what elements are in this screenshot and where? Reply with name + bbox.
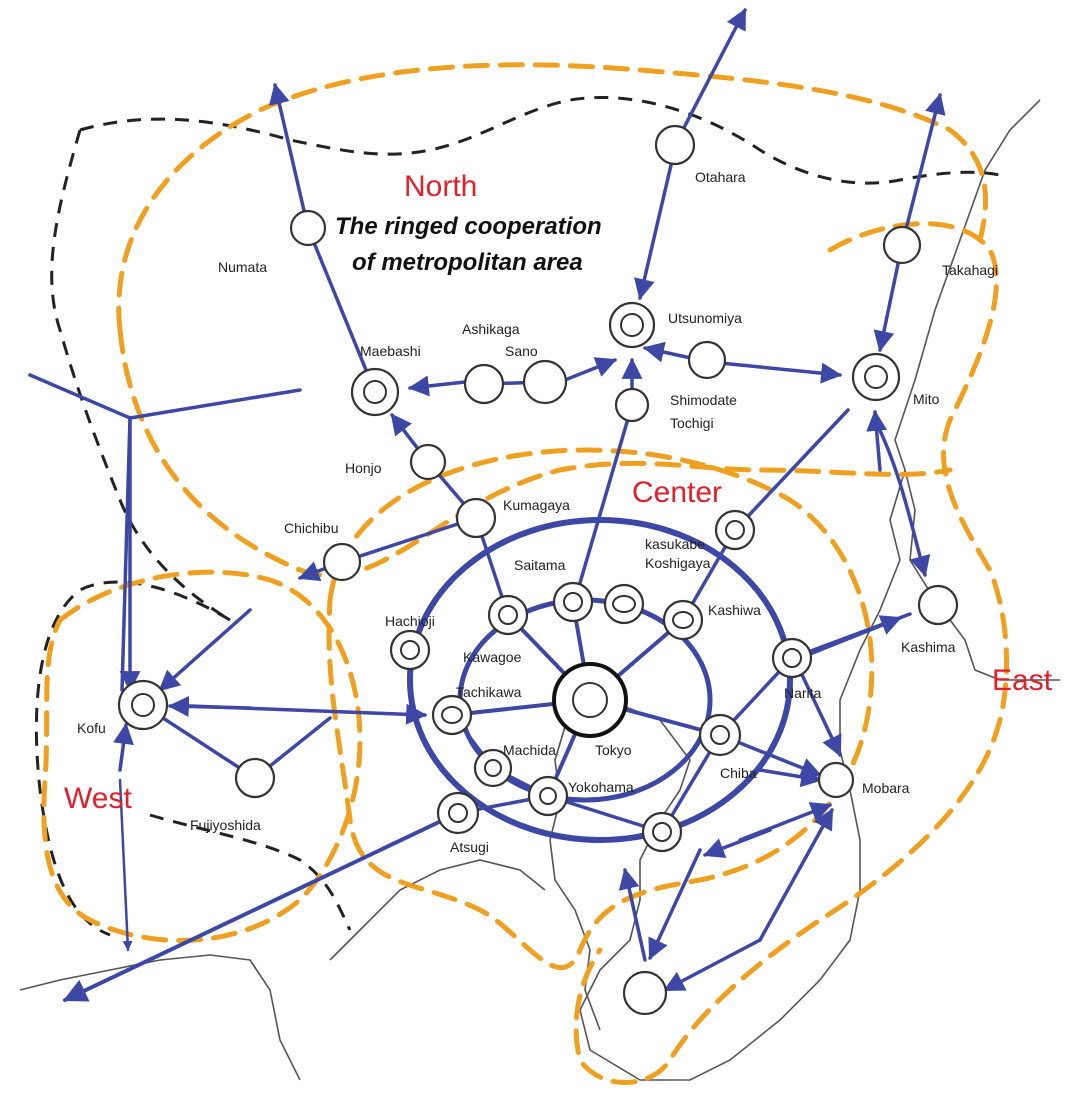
node-kawagoe-inner — [498, 605, 518, 625]
label-koshigaya: Koshigaya — [645, 555, 711, 571]
node-utsunomiya-inner — [620, 313, 644, 337]
label-maebashi: Maebashi — [360, 343, 421, 359]
node-saitama-inner — [563, 592, 583, 612]
region-outline-west — [41, 569, 363, 943]
node-kofu-inner — [131, 693, 155, 717]
label-saitama: Saitama — [514, 557, 566, 573]
node-tokyo-inner — [572, 682, 608, 718]
node-numata — [289, 209, 327, 247]
region-outline-north — [116, 62, 989, 333]
node-machida-inner — [484, 759, 502, 777]
label-chichibu: Chichibu — [284, 520, 338, 536]
node-honjo — [409, 443, 447, 481]
title-line-1: The ringed cooperation — [335, 213, 602, 240]
label-ashikaga: Ashikaga — [462, 321, 520, 337]
node-mito-inner — [864, 365, 888, 389]
node-atsugi-inner — [448, 803, 468, 823]
prefecture-borders — [34, 96, 1001, 937]
node-kumagaya — [455, 497, 497, 539]
region-label-east: East — [992, 664, 1053, 697]
label-kumagaya: Kumagaya — [503, 497, 570, 513]
node-otahara — [654, 124, 696, 166]
node-hachioji-inner — [400, 640, 420, 660]
label-otahara: Otahara — [695, 169, 746, 185]
label-hachioji: Hachioji — [385, 613, 435, 629]
label-chiba: Chiba — [720, 765, 757, 781]
label-kofu: Kofu — [77, 720, 106, 736]
label-machida: Machida — [503, 742, 556, 758]
node-maebashi-inner — [363, 380, 387, 404]
node-narita-inner — [782, 648, 802, 668]
map-title: The ringed cooperation of metropolitan a… — [335, 213, 602, 276]
node-fujiyoshida — [234, 757, 276, 799]
label-kashima: Kashima — [901, 639, 956, 655]
label-honjo: Honjo — [345, 460, 382, 476]
node-chichibu — [322, 542, 362, 582]
city-labels: Otahara Numata Takahagi Utsunomiya Ashik… — [77, 169, 998, 855]
region-label-west: West — [64, 782, 132, 815]
label-takahagi: Takahagi — [942, 262, 998, 278]
region-label-north: North — [404, 170, 477, 203]
label-mobara: Mobara — [862, 780, 910, 796]
label-numata: Numata — [218, 259, 267, 275]
node-chiba-inner — [710, 725, 730, 745]
region-outline-north-lower — [117, 327, 953, 578]
label-yokohama: Yokohama — [568, 779, 634, 795]
route-arrows — [62, 8, 946, 1002]
node-takahagi — [882, 225, 922, 265]
region-label-center: Center — [632, 476, 722, 509]
node-tochigi — [614, 387, 650, 423]
label-sano: Sano — [505, 343, 538, 359]
node-south-coast-inner — [652, 822, 672, 842]
node-kasukabe-inner — [725, 520, 745, 540]
node-mobara — [817, 761, 855, 799]
node-kashiwa-inner — [672, 611, 694, 629]
label-mito: Mito — [913, 391, 940, 407]
node-boso — [622, 970, 668, 1016]
node-tachikawa-inner — [441, 706, 463, 724]
title-line-2: of metropolitan area — [352, 249, 583, 276]
region-outline-center — [326, 447, 875, 970]
city-nodes — [117, 124, 959, 1016]
node-kashima — [917, 584, 959, 626]
label-tochigi: Tochigi — [670, 415, 714, 431]
region-outlines — [41, 62, 1010, 1085]
label-shimodate: Shimodate — [670, 392, 737, 408]
node-ashikaga — [463, 363, 505, 405]
label-tachikawa: Tachikawa — [456, 684, 522, 700]
label-narita: Narita — [784, 685, 822, 701]
region-labels: North Center East West — [64, 170, 1053, 815]
node-yokohama-inner — [539, 787, 557, 805]
node-shimodate — [687, 340, 727, 380]
label-atsugi: Atsugi — [450, 839, 489, 855]
label-kasukabe: kasukabe — [645, 536, 705, 552]
node-sano — [522, 359, 568, 405]
node-koshigaya-inner — [612, 595, 636, 613]
label-kashiwa: Kashiwa — [708, 602, 761, 618]
label-fujiyoshida: Fujiyoshida — [190, 817, 261, 833]
label-kawagoe: Kawagoe — [463, 649, 522, 665]
label-utsunomiya: Utsunomiya — [668, 310, 742, 326]
label-tokyo: Tokyo — [595, 742, 632, 758]
region-outline-east — [573, 221, 1010, 1085]
